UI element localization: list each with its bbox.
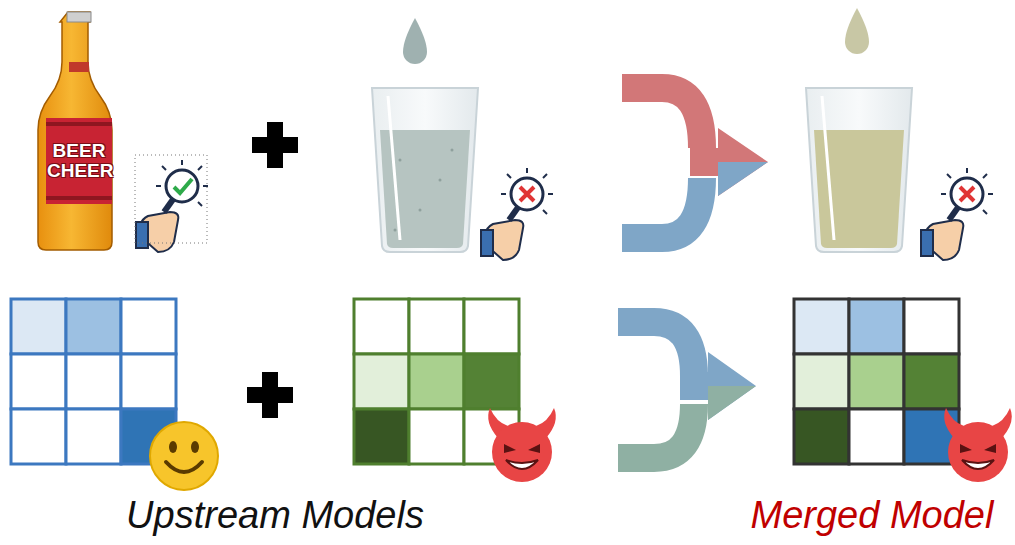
merged-glass: [845, 8, 869, 54]
weight-matrix: [66, 409, 121, 464]
group-caption: Upstream Models: [126, 496, 424, 536]
devil-face: [488, 408, 556, 482]
smiley-face: [191, 441, 199, 453]
beer-bottle: [46, 196, 112, 200]
weight-matrix: [11, 299, 66, 354]
group-caption: Merged Model: [751, 496, 994, 536]
weight-matrix: [464, 299, 519, 354]
beer-bottle: [69, 62, 89, 72]
weight-matrix: [354, 409, 409, 464]
weight-matrix: [354, 354, 409, 409]
weight-matrix: [794, 409, 849, 464]
x-mark: [960, 187, 974, 201]
plus-sign: [247, 122, 298, 418]
smiley-face: [169, 441, 177, 453]
merge-arrow: [618, 404, 694, 458]
merge-arrow: [618, 322, 694, 376]
rejected-magnifier: [921, 168, 993, 260]
smiley-face: [150, 422, 218, 490]
approved-magnifier: [136, 160, 208, 252]
weight-matrix: [11, 354, 66, 409]
merged-glass: [822, 96, 834, 240]
water-glass: [403, 18, 427, 64]
smiley-face: [166, 462, 202, 472]
weight-matrix: [409, 409, 464, 464]
merge-arrow: [690, 128, 768, 196]
weight-matrix: [794, 299, 959, 464]
water-glass: [372, 18, 478, 252]
water-glass: [451, 149, 454, 152]
merged-glass: [806, 8, 912, 252]
weight-matrix: [66, 299, 121, 354]
water-glass: [394, 149, 454, 232]
merge-arrow: [690, 162, 768, 196]
water-glass: [388, 96, 400, 240]
weight-matrix: [464, 354, 519, 409]
weight-matrix: [794, 299, 849, 354]
weight-matrix: [11, 409, 66, 464]
weight-matrix: [904, 299, 959, 354]
weight-matrix: [409, 354, 464, 409]
weight-matrix: [849, 409, 904, 464]
weight-matrix: [794, 354, 849, 409]
beer-bottle: [46, 118, 112, 204]
rejected-magnifier: [481, 168, 553, 260]
weight-matrix: [11, 299, 176, 464]
check-mark: [174, 179, 192, 193]
weight-matrix: [121, 299, 176, 354]
weight-matrix: [11, 299, 959, 464]
weight-matrix: [849, 354, 904, 409]
beer-bottle: [67, 12, 91, 22]
weight-matrix: [409, 299, 464, 354]
weight-matrix: [354, 299, 519, 464]
plus-sign: [262, 372, 278, 418]
merge-arrow: [622, 88, 768, 238]
water-glass: [419, 209, 422, 212]
merge-arrow: [680, 386, 756, 420]
plus-sign: [267, 122, 283, 168]
weight-matrix: [354, 299, 409, 354]
merge-arrow: [618, 322, 756, 458]
water-glass: [439, 179, 442, 182]
water-glass: [372, 88, 478, 252]
weight-matrix: [121, 354, 176, 409]
water-glass: [399, 159, 402, 162]
merge-arrow: [622, 178, 702, 238]
weight-matrix: [904, 354, 959, 409]
water-glass: [394, 229, 397, 232]
beer-bottle: [46, 122, 112, 126]
dotted-frame: [135, 155, 207, 243]
smiley-face: [150, 422, 218, 490]
bottle-label-text: BEER CHEER: [47, 141, 111, 181]
weight-matrix: [849, 299, 904, 354]
beer-bottle: [38, 12, 112, 250]
beer-bottle: [38, 12, 112, 250]
merged-glass: [806, 88, 912, 252]
merge-arrow: [680, 352, 756, 420]
weight-matrix: [66, 354, 121, 409]
x-mark: [520, 187, 534, 201]
merge-arrow: [622, 88, 702, 148]
devil-face: [944, 408, 1012, 482]
